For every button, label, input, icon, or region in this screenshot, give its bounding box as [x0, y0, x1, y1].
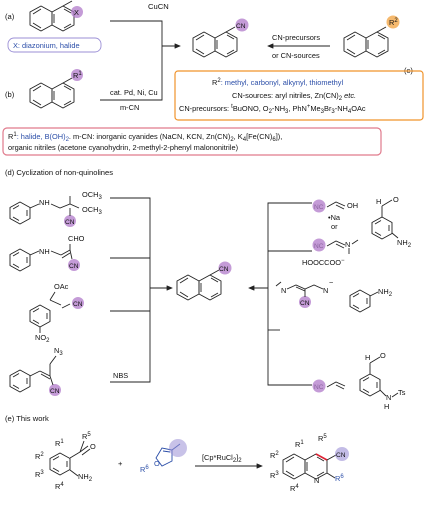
svg-text:N3: N3: [54, 346, 63, 357]
pink-info-box: [2, 127, 382, 156]
svg-text:HOOCCOO−: HOOCCOO−: [302, 258, 345, 267]
svg-text:NH: NH: [39, 247, 50, 256]
svg-text:CN: CN: [50, 388, 60, 395]
substrate-d4: N3 CN: [9, 346, 63, 396]
svg-text:−: −: [329, 278, 333, 287]
svg-text:O: O: [154, 459, 160, 468]
x-definition-box: [7, 37, 102, 53]
svg-text:N: N: [345, 240, 350, 249]
svg-text:OCH3: OCH3: [82, 190, 102, 201]
svg-text:CHO: CHO: [68, 234, 85, 243]
substrate-d3: OAc CN NO2: [29, 282, 84, 344]
svg-text:NH: NH: [39, 198, 50, 207]
quinoline-b: [29, 82, 75, 109]
svg-text:N: N: [281, 286, 286, 295]
label-a: (a): [5, 12, 15, 21]
svg-text:OCH3: OCH3: [82, 205, 102, 216]
substituent-r1: R1: [73, 71, 82, 80]
svg-text:Ts: Ts: [398, 388, 406, 397]
m-cn-organic-nitriles: organic nitriles (acetone cyanohydrin, 2…: [8, 143, 238, 152]
partner-enaminonitrile: NC N: [312, 238, 359, 254]
svg-text:N: N: [314, 476, 319, 485]
svg-text:R6: R6: [140, 465, 149, 474]
quinoline-product-d: [176, 274, 222, 301]
svg-text:R2: R2: [270, 451, 279, 460]
svg-text:NO2: NO2: [35, 333, 50, 344]
catalyst-label: [Cp*RuCl2]2: [202, 453, 242, 464]
svg-text:H: H: [365, 353, 370, 362]
svg-text:NH2: NH2: [397, 238, 412, 249]
svg-text:R1: R1: [55, 439, 64, 448]
svg-text:R4: R4: [55, 482, 64, 491]
svg-text:NH2: NH2: [378, 287, 393, 298]
svg-text:OAc: OAc: [54, 282, 69, 291]
partner-cyanoenolate: NC OH •Na or: [312, 199, 358, 231]
svg-text:CN: CN: [69, 263, 79, 270]
svg-text:N: N: [386, 393, 391, 402]
reagent-m-cn: m-CN: [120, 103, 139, 112]
orange-info-box: [174, 70, 424, 121]
svg-text:O: O: [380, 351, 386, 360]
svg-text:R3: R3: [35, 470, 44, 479]
svg-text:R6: R6: [335, 474, 344, 483]
svg-text:O: O: [393, 195, 399, 204]
quinoline-c: [343, 31, 389, 58]
reagent-cucn: CuCN: [148, 2, 169, 11]
svg-text:R5: R5: [82, 432, 91, 441]
e-aminoketone: R1 R2 R3 R4 O R5 NH2: [35, 432, 96, 491]
section-d-heading: (d) Cyclization of non-quinolines: [5, 168, 113, 177]
svg-text:O: O: [90, 442, 96, 451]
svg-text:R3: R3: [270, 471, 279, 480]
partner-n-tosyl-aminobenzaldehyde: O H N H Ts: [359, 351, 406, 411]
svg-text:H: H: [376, 197, 381, 206]
section-e-heading: (e) This work: [5, 414, 49, 423]
svg-text:NH2: NH2: [78, 472, 93, 483]
svg-text:CN: CN: [65, 219, 75, 226]
e-furylnitrile: O R6: [140, 439, 187, 474]
svg-text:H: H: [384, 402, 389, 411]
partner-acrylonitrile: NC: [312, 379, 346, 393]
e-quinoline-product: R1 R2 R3 R4 R5 N CN R6: [270, 434, 349, 493]
quinoline-a: [29, 5, 75, 32]
svg-text:CN: CN: [73, 301, 83, 308]
x-substituent-marker: [71, 6, 83, 18]
reagent-cn-sources: or CN-sources: [272, 51, 320, 60]
product-cn-label: CN: [236, 23, 246, 30]
x-definition: X: diazonium, halide: [13, 41, 80, 50]
reagent-cn-precursors: CN-precursors: [272, 33, 320, 42]
svg-text:R5: R5: [318, 434, 327, 443]
svg-text:R2: R2: [35, 452, 44, 461]
partner-2-aminobenzaldehyde: O H NH2: [371, 195, 412, 249]
r2-substituent-marker: [386, 15, 400, 29]
substituent-x: X: [74, 8, 79, 17]
substituent-r2: R2: [389, 18, 398, 27]
cn-precursors-definition: CN-precursors: tBuONO, O2-NH3, PhN+Me3Br…: [179, 104, 366, 115]
svg-text:CN: CN: [336, 452, 346, 459]
r2-definition: R2: methyl, carbonyl, alkynyl, thiomethy…: [212, 78, 343, 87]
reagent-nbs: NBS: [113, 371, 128, 380]
cn-sources-definition: CN-sources: aryl nitriles, Zn(CN)2 etc.: [232, 91, 356, 102]
substrate-d1: NH CN OCH3 OCH3: [9, 190, 102, 227]
plus-sign: +: [118, 459, 123, 468]
product-d-cn: CN: [219, 266, 229, 273]
quinoline-product-top: [192, 31, 238, 58]
partner-aniline: NH2: [349, 287, 393, 313]
svg-text:N: N: [323, 286, 328, 295]
r1-definition: R1: halide, B(OH)2. m-CN: inorganic cyan…: [8, 132, 282, 143]
r1-substituent-marker: [71, 69, 83, 81]
svg-text:R1: R1: [295, 440, 304, 449]
svg-text:R4: R4: [290, 484, 299, 493]
svg-text:or: or: [331, 222, 338, 231]
svg-text:•Na: •Na: [328, 213, 341, 222]
substrate-d2: NH CHO CN: [9, 234, 85, 272]
cn-marker-top: [235, 18, 249, 32]
reagent-pd-ni-cu: cat. Pd, Ni, Cu: [110, 88, 158, 97]
svg-text:CN: CN: [300, 300, 310, 307]
partner-amidinium-oxalate: HOOCCOO− N N − CN: [275, 258, 345, 308]
svg-text:OH: OH: [347, 201, 358, 210]
label-b: (b): [5, 90, 15, 99]
